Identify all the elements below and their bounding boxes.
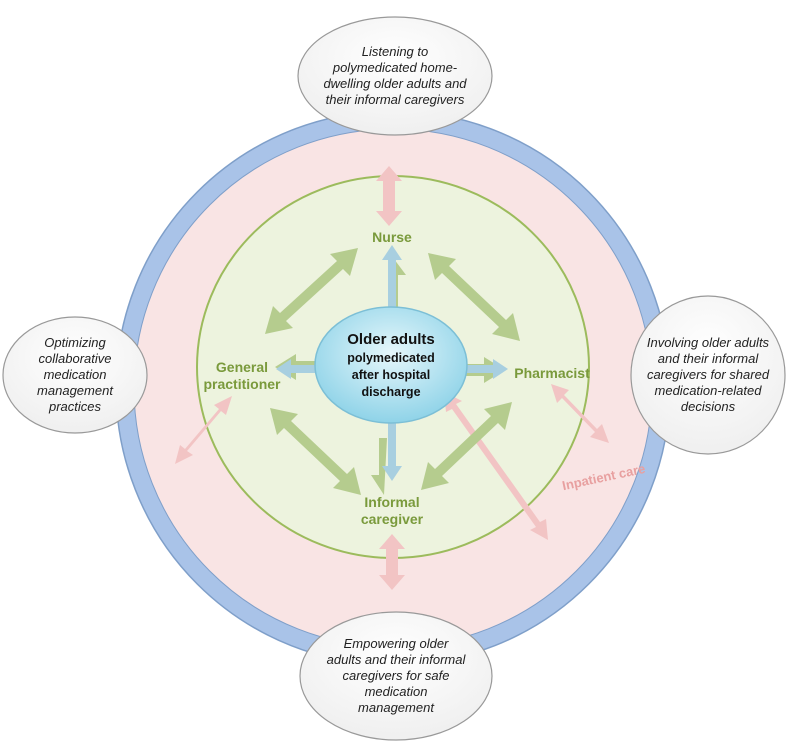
green-arrow-nurse-gp	[265, 248, 358, 334]
pink-arrow-top	[376, 166, 402, 226]
center-subtitle: polymedicated after hospital discharge	[347, 351, 435, 399]
bubble-top-text: Listening to polymedicated home-dwelling…	[323, 44, 467, 107]
bubble-bottom	[299, 611, 493, 741]
bubble-left-text: Optimizing collaborative medication mana…	[37, 335, 113, 414]
bubble-right	[630, 295, 786, 455]
green-arrow-nurse-pharmacist	[428, 253, 520, 341]
bubble-top	[297, 16, 493, 136]
role-nurse: Nurse	[372, 229, 412, 245]
center-title: Older adults	[347, 331, 435, 348]
green-arrow-pharmacist-caregiver	[421, 402, 512, 490]
bubble-bottom-text: Empowering older adults and their inform…	[326, 636, 466, 715]
pink-arrow-right	[551, 384, 609, 443]
blue-arrow-gp	[276, 359, 337, 379]
pink-arrow-left	[175, 396, 232, 464]
blue-arrow-nurse	[382, 245, 402, 333]
role-informal-caregiver: Informal caregiver	[360, 494, 424, 527]
pink-arrow-bottom	[379, 534, 405, 590]
blue-arrow-pharmacist	[438, 359, 508, 379]
role-pharmacist: Pharmacist	[514, 365, 590, 381]
bubble-right-text: Involving older adults and their informa…	[646, 335, 770, 414]
green-arrow-gp-caregiver	[270, 408, 361, 495]
center-ellipse	[314, 306, 468, 424]
role-general-practitioner: General practitioner	[203, 359, 281, 392]
pink-arrow-inpatient	[444, 392, 548, 540]
blue-arrow-caregiver	[382, 404, 402, 481]
bubble-left	[2, 316, 148, 434]
